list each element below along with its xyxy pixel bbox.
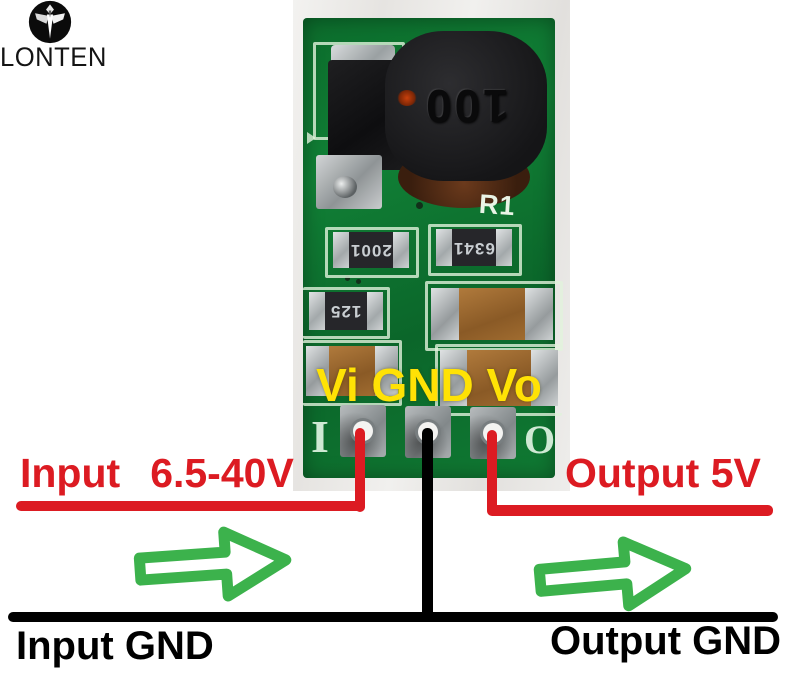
resistor-terminal: [393, 232, 409, 268]
capacitor-body: [467, 350, 531, 406]
resistor-125: 125: [309, 292, 383, 330]
output-wire-vertical: [487, 430, 497, 515]
output-gnd-label: Output GND: [550, 619, 782, 663]
flow-arrow-left-icon: [133, 526, 292, 602]
capacitor: [440, 350, 558, 406]
input-wire-vertical: [355, 428, 365, 512]
brand-text: LONTEN: [0, 42, 107, 72]
input-range: 6.5-40V: [150, 450, 294, 496]
resistor-terminal: [496, 229, 512, 266]
inductor: 100: [385, 31, 547, 181]
capacitor-body: [329, 346, 375, 396]
via-dot: [356, 279, 361, 284]
input-voltage-label: Input 6.5-40V: [20, 450, 294, 497]
capacitor-terminal: [531, 350, 558, 406]
silkscreen-r1-label: R1: [478, 188, 517, 222]
silkscreen-box-resistor: [428, 224, 522, 276]
resistor-marking: 6341: [453, 238, 495, 258]
resistor-terminal: [333, 232, 349, 268]
bird-icon: [28, 0, 72, 44]
capacitor-terminal: [375, 346, 398, 396]
silkscreen-box-capacitor: [303, 340, 402, 406]
capacitor-terminal: [440, 350, 467, 406]
capacitor: [431, 288, 553, 340]
input-label: Input: [20, 450, 121, 496]
silkscreen-box-capacitor: [425, 281, 563, 351]
flow-arrow-right-icon: [533, 536, 692, 612]
copper-glint: [397, 90, 417, 106]
silkscreen-output-mark: O: [524, 417, 556, 462]
solder-blob: [333, 176, 357, 198]
resistor-marking: 2001: [350, 241, 392, 260]
product-photo: 100 R1 2001 6341 125: [293, 0, 570, 491]
pcb-board: 100 R1 2001 6341 125: [303, 18, 563, 478]
capacitor: [306, 346, 398, 396]
gnd-wire-vertical: [422, 428, 433, 620]
via-dot: [416, 202, 423, 209]
silkscreen-box-resistor: [303, 287, 390, 339]
resistor-6341: 6341: [436, 229, 512, 266]
input-wire-horizontal: [16, 501, 365, 511]
capacitor-body: [459, 288, 525, 340]
resistor-2001: 2001: [333, 232, 409, 268]
gnd-wire-horizontal: [8, 612, 778, 622]
silkscreen-input-mark: I: [311, 411, 329, 462]
output-voltage-label: Output 5V: [565, 450, 761, 496]
silkscreen-box-resistor: [325, 227, 419, 278]
resistor-terminal: [309, 292, 325, 330]
via-dot: [345, 276, 350, 281]
output-wire-horizontal: [487, 505, 773, 516]
resistor-marking: 125: [330, 302, 362, 321]
capacitor-terminal: [431, 288, 459, 340]
silkscreen-arrow-icon: [307, 132, 316, 144]
capacitor-terminal: [525, 288, 553, 340]
pin-names-overlay: Vi GND Vo: [316, 359, 542, 411]
resistor-terminal: [436, 229, 452, 266]
resistor-terminal: [367, 292, 383, 330]
input-gnd-label: Input GND: [16, 624, 214, 668]
inductor-marking: 100: [423, 80, 509, 132]
capacitor-terminal: [306, 346, 329, 396]
